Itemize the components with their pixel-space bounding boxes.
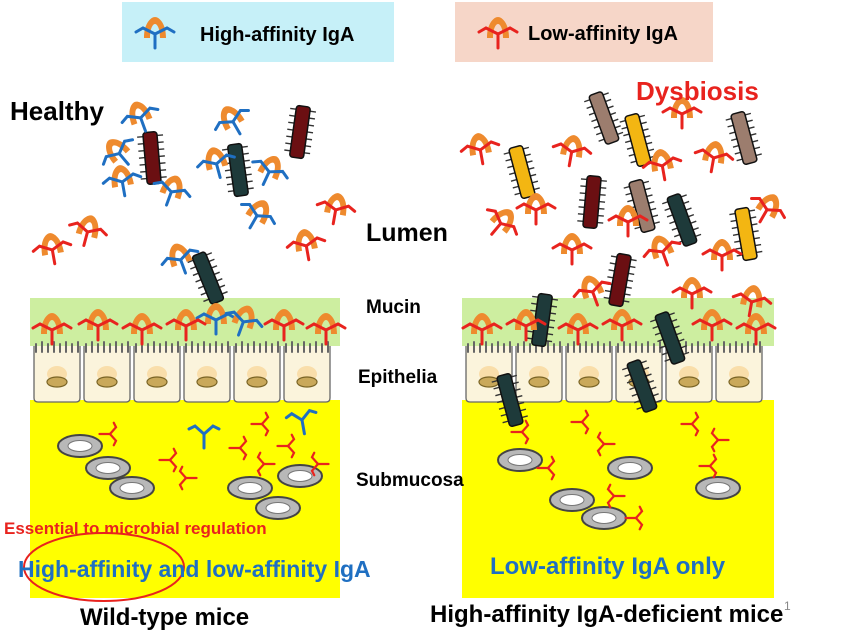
left-epithelia — [33, 341, 331, 403]
lumen-label: Lumen — [366, 219, 448, 247]
left-bacteria — [136, 103, 318, 308]
right-caption: Low-affinity IgA only — [490, 553, 726, 580]
legend-low-affinity-label: Low-affinity IgA — [528, 23, 678, 45]
highlight-ellipse — [23, 532, 185, 602]
epithelia-label: Epithelia — [358, 367, 438, 388]
slide-number: 1 — [784, 599, 791, 613]
healthy-label: Healthy — [10, 96, 104, 126]
essential-note: Essential to microbial regulation — [4, 519, 267, 538]
mucin-label: Mucin — [366, 297, 421, 318]
legend-low-affinity — [455, 2, 713, 62]
dysbiosis-label: Dysbiosis — [636, 76, 759, 106]
left-caption: High-affinity and low-affinity IgA — [18, 556, 371, 582]
submucosa-label: Submucosa — [356, 470, 464, 491]
legend-high-affinity-label: High-affinity IgA — [200, 24, 355, 46]
left-title: Wild-type mice — [80, 604, 250, 631]
legend-high-affinity — [122, 2, 394, 62]
right-title: High-affinity IgA-deficient mice — [430, 601, 784, 628]
